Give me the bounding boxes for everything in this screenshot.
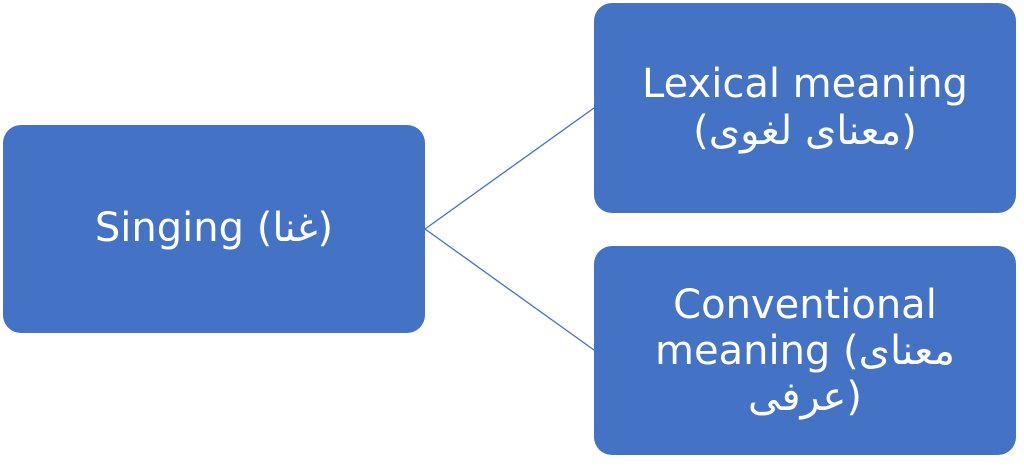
node-singing-label: Singing (غنا) — [94, 205, 334, 252]
node-lexical-meaning: Lexical meaning (معنای لغوی) — [594, 3, 1016, 213]
node-conventional-label-line3: عرفی) — [747, 373, 862, 420]
node-conventional-label-line2: meaning (معنای — [655, 327, 955, 374]
node-lexical-label-line2: (معنای لغوی) — [693, 108, 917, 154]
node-lexical-label-line1: Lexical meaning — [642, 60, 968, 107]
node-conventional-label-line1: Conventional — [673, 281, 937, 328]
connector-root-to-conventional — [424, 228, 595, 351]
node-conventional-meaning: Conventional meaning (معنای عرفی) — [594, 246, 1016, 455]
node-singing: Singing (غنا) — [3, 125, 425, 333]
connector-root-to-lexical — [424, 107, 595, 230]
